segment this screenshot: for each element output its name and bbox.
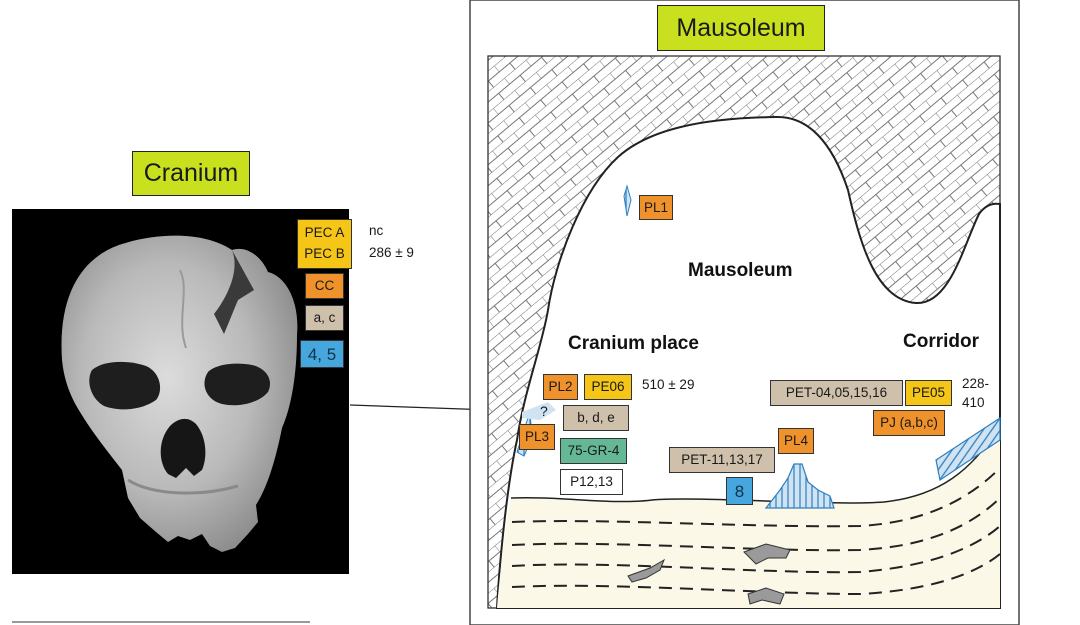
pe06-value: 510 ± 29 bbox=[642, 377, 695, 392]
cranium-place-label: Cranium place bbox=[568, 333, 699, 354]
mausoleum-title: Mausoleum bbox=[657, 5, 825, 51]
corridor-label: Corridor bbox=[903, 331, 979, 352]
sediment-fill bbox=[497, 426, 1000, 608]
cranium-title: Cranium bbox=[132, 151, 250, 196]
gr4-tag: 75-GR-4 bbox=[560, 438, 627, 464]
pl2-tag: PL2 bbox=[543, 374, 578, 400]
pl1-tag: PL1 bbox=[639, 195, 673, 220]
pe05-value-line2: 410 bbox=[962, 395, 985, 410]
pec-a-label: PEC A bbox=[304, 225, 345, 240]
pj-tag: PJ (a,b,c) bbox=[873, 410, 945, 436]
bde-tag: b, d, e bbox=[563, 405, 629, 431]
pec-b-value: 286 ± 9 bbox=[369, 245, 414, 260]
number-8-tag: 8 bbox=[726, 477, 753, 505]
pet-11-tag: PET-11,13,17 bbox=[669, 447, 775, 473]
pe06-tag: PE06 bbox=[584, 374, 632, 400]
pl3-tag: PL3 bbox=[519, 424, 555, 450]
p1213-tag: P12,13 bbox=[560, 469, 623, 495]
bottom-rule bbox=[12, 621, 310, 623]
cranium-number-tag: 4, 5 bbox=[300, 340, 344, 368]
ac-tag: a, c bbox=[305, 305, 344, 331]
pe05-tag: PE05 bbox=[905, 380, 952, 406]
cc-tag: CC bbox=[305, 273, 344, 299]
pl4-tag: PL4 bbox=[778, 428, 814, 454]
nc-value: nc bbox=[369, 223, 384, 238]
pec-tag-box: PEC A PEC B bbox=[297, 219, 352, 269]
skull-shape bbox=[61, 235, 298, 553]
pe05-value-line1: 228- bbox=[962, 376, 990, 391]
pet-04-tag: PET-04,05,15,16 bbox=[770, 380, 903, 406]
mausoleum-chamber-label: Mausoleum bbox=[688, 260, 793, 281]
cranium-photo bbox=[12, 209, 349, 574]
mausoleum-panel bbox=[469, 0, 1020, 625]
pec-b-label: PEC B bbox=[304, 246, 345, 261]
question-mark: ? bbox=[540, 403, 548, 419]
